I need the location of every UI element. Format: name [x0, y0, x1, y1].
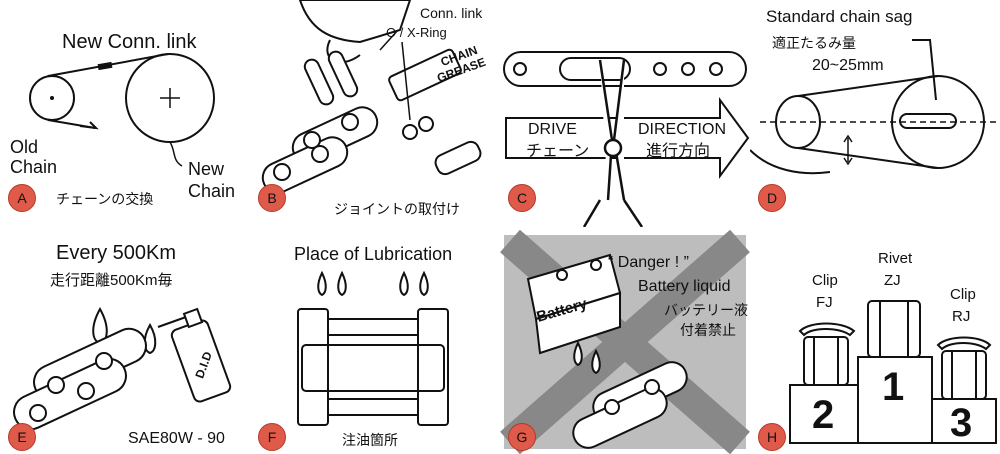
panel-c-illustration [503, 51, 750, 227]
drive-jp-label: チェーン [526, 143, 590, 160]
badge-b: B [258, 184, 286, 212]
conn-link-label: Conn. link [420, 5, 483, 21]
sag-range-label: 20~25mm [812, 57, 884, 74]
no-contact-jp-label: 付着禁止 [680, 322, 736, 338]
panel-g-battery-warning: Battery “ Danger ! ” Battery liquid バッテリ… [500, 227, 750, 454]
panel-g-illustration [500, 229, 750, 454]
badge-a: A [8, 184, 36, 212]
zj-label: ZJ [884, 272, 901, 289]
panel-h-illustration [789, 300, 997, 444]
rank-3-label: 3 [950, 401, 973, 445]
panel-a-illustration [29, 53, 215, 167]
panel-d-chain-sag: Standard chain sag 適正たるみ量 20~25mm D [750, 0, 1000, 227]
panel-f-lubrication-place: Place of Lubrication 注油箇所 F [250, 227, 500, 454]
fj-label: FJ [816, 294, 833, 311]
danger-label: “ Danger ! ” [608, 254, 689, 271]
clip-fj-label: Clip [812, 272, 838, 289]
panel-e-lubrication-interval: Every 500Km 走行距離500Km毎 D.I.D SAE80W - 90… [0, 227, 250, 454]
rj-label: RJ [952, 308, 971, 325]
old-chain-label-1: Old [10, 137, 39, 157]
panel-b-illustration [261, 0, 482, 194]
panel-b-joint-installation: Conn. link O / X-Ring CHAIN GREASE ジョイント… [250, 0, 500, 227]
battery-liquid-jp-label: バッテリー液 [664, 302, 748, 318]
chain-replacement-caption: チェーンの交換 [56, 191, 154, 207]
lubrication-place-caption: 注油箇所 [342, 432, 398, 448]
rank-2-label: 2 [812, 393, 835, 437]
badge-e: E [8, 423, 36, 451]
panel-h-joint-types: Rivet ZJ Clip FJ Clip RJ 1 2 3 H [750, 227, 1000, 454]
o-x-ring-label: O / X-Ring [386, 25, 447, 40]
badge-g: G [508, 423, 536, 451]
badge-c: C [508, 184, 536, 212]
badge-f: F [258, 423, 286, 451]
clip-rj-label: Clip [950, 286, 976, 303]
standard-chain-sag-label: Standard chain sag [766, 7, 913, 26]
badge-d: D [758, 184, 786, 212]
rank-1-label: 1 [882, 365, 905, 409]
panel-d-illustration [750, 39, 998, 175]
old-chain-label-2: Chain [10, 157, 58, 177]
battery-liquid-label: Battery liquid [638, 278, 731, 295]
every-500km-label: Every 500Km [56, 242, 177, 264]
panel-f-illustration [297, 270, 449, 426]
new-chain-label-1: New [188, 159, 225, 179]
direction-jp-label: 進行方向 [646, 143, 711, 160]
panel-c-clip-direction: DRIVE チェーン DIRECTION 進行方向 C [500, 0, 750, 227]
place-of-lubrication-label: Place of Lubrication [294, 244, 453, 264]
badge-h: H [758, 423, 786, 451]
panel-e-illustration [13, 306, 232, 431]
panel-a-chain-replacement: New Conn. link Old Chain New Chain チェーンの… [0, 0, 250, 227]
joint-installation-caption: ジョイントの取付け [334, 201, 460, 217]
every-500km-jp-label: 走行距離500Km毎 [50, 272, 173, 289]
new-conn-link-label: New Conn. link [62, 31, 197, 53]
direction-label: DIRECTION [638, 121, 726, 138]
new-chain-label-2: Chain [188, 181, 236, 201]
oil-grade-label: SAE80W - 90 [128, 430, 225, 447]
standard-chain-sag-jp-label: 適正たるみ量 [772, 35, 856, 51]
rivet-label: Rivet [878, 250, 913, 267]
drive-label: DRIVE [528, 121, 577, 138]
